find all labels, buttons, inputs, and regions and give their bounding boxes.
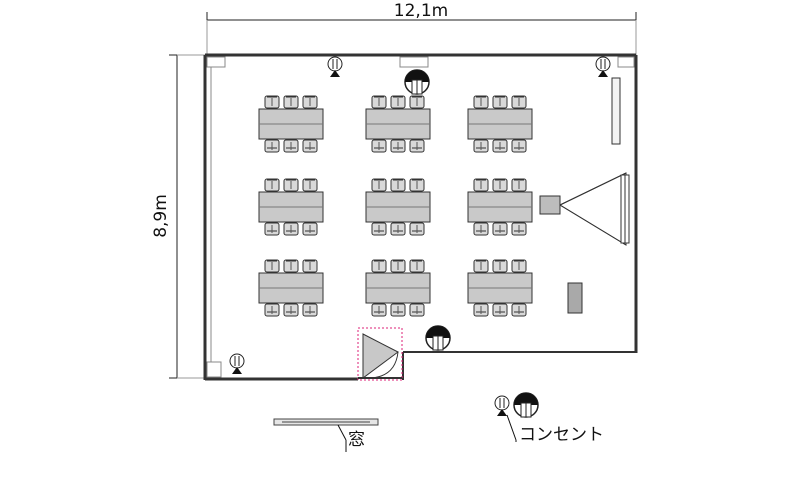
chair — [409, 259, 425, 273]
chair — [264, 95, 280, 109]
room-walls — [203, 53, 638, 381]
chair — [371, 303, 387, 317]
outlet-small — [494, 395, 510, 416]
chair — [409, 139, 425, 153]
chair — [264, 303, 280, 317]
chair — [492, 95, 508, 109]
outlet-legend-label: コンセント — [519, 425, 604, 445]
chair — [283, 139, 299, 153]
height-label: 8,9m — [151, 194, 171, 238]
chair — [473, 303, 489, 317]
chair — [492, 222, 508, 236]
chair — [492, 139, 508, 153]
chair — [473, 139, 489, 153]
chair — [511, 139, 527, 153]
chair — [283, 222, 299, 236]
chair — [283, 178, 299, 192]
table-group — [365, 178, 431, 236]
outlet-small — [229, 353, 245, 374]
chair — [511, 303, 527, 317]
chair — [371, 95, 387, 109]
outlets — [229, 56, 611, 374]
table-group — [365, 259, 431, 317]
chair — [473, 95, 489, 109]
chair — [371, 222, 387, 236]
chair — [302, 222, 318, 236]
chair — [511, 222, 527, 236]
chair — [390, 139, 406, 153]
table-group — [258, 259, 324, 317]
chair — [492, 178, 508, 192]
window-legend-label: 窓 — [348, 430, 365, 450]
outlet-floor — [425, 325, 451, 351]
projection-screen — [620, 174, 630, 244]
table-groups — [258, 95, 533, 317]
chair — [371, 259, 387, 273]
chair — [390, 259, 406, 273]
chair — [511, 259, 527, 273]
podium — [567, 282, 583, 314]
chair — [492, 259, 508, 273]
chair — [492, 303, 508, 317]
chair — [409, 303, 425, 317]
chair — [390, 178, 406, 192]
chair — [264, 178, 280, 192]
chair — [511, 178, 527, 192]
chair — [371, 139, 387, 153]
chair — [283, 95, 299, 109]
chair — [390, 95, 406, 109]
chair — [302, 139, 318, 153]
door — [357, 327, 403, 381]
chair — [390, 222, 406, 236]
outlet-small — [327, 56, 343, 77]
outlet-small — [595, 56, 611, 77]
outlet-floor — [404, 69, 430, 95]
outlet-floor — [513, 392, 539, 418]
window-legend: 窓 — [273, 418, 379, 452]
table-group — [365, 95, 431, 153]
whiteboard — [611, 77, 621, 145]
outlet-legend: コンセント — [494, 392, 604, 445]
chair — [409, 178, 425, 192]
chair — [302, 259, 318, 273]
chair — [473, 259, 489, 273]
table-group — [467, 259, 533, 317]
chair — [283, 259, 299, 273]
projector — [539, 172, 627, 246]
table-group — [258, 95, 324, 153]
chair — [283, 303, 299, 317]
width-label: 12,1m — [394, 1, 448, 21]
chair — [473, 222, 489, 236]
width-dimension — [206, 12, 637, 55]
chair — [264, 259, 280, 273]
chair — [371, 178, 387, 192]
chair — [409, 95, 425, 109]
chair — [473, 178, 489, 192]
height-dimension — [169, 54, 205, 379]
chair — [511, 95, 527, 109]
chair — [302, 178, 318, 192]
chair — [264, 222, 280, 236]
table-group — [467, 95, 533, 153]
chair — [264, 139, 280, 153]
table-group — [467, 178, 533, 236]
chair — [390, 303, 406, 317]
chair — [302, 95, 318, 109]
table-group — [258, 178, 324, 236]
chair — [302, 303, 318, 317]
chair — [409, 222, 425, 236]
